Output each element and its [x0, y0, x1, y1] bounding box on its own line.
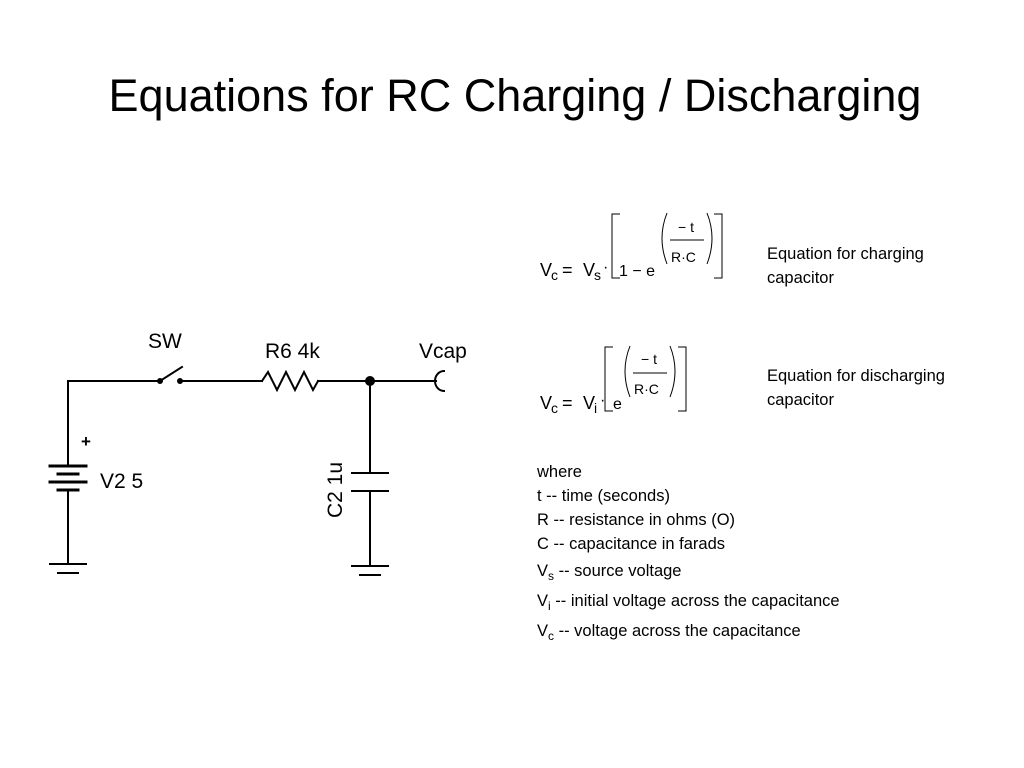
- definition-t: t -- time (seconds): [537, 487, 670, 505]
- eq1-bracket-left: [611, 213, 620, 279]
- eq2-paren-right: [669, 345, 676, 398]
- switch-contact-right: [177, 378, 183, 384]
- definition-vs-text: -- source voltage: [554, 562, 682, 580]
- switch-label: SW: [148, 330, 182, 353]
- definition-vs: Vs -- source voltage: [537, 556, 840, 586]
- eq2-e: e: [613, 396, 622, 413]
- discharging-description: Equation for discharging capacitor: [767, 367, 945, 409]
- definition-vi-subscript: i: [548, 599, 551, 613]
- charging-equation: V c = V s · 1 − e − t R·C: [540, 212, 723, 283]
- definition-r: R -- resistance in ohms (O): [537, 511, 736, 529]
- eq2-neg-t: − t: [641, 351, 657, 367]
- eq1-bracket-right: [714, 213, 723, 279]
- switch-symbol: [124, 365, 263, 383]
- eq2-rc: R·C: [634, 381, 659, 397]
- eq1-paren-right: [706, 212, 713, 265]
- eq2-bracket-right: [678, 346, 687, 412]
- definition-where: where: [537, 463, 582, 481]
- source-label: V2 5: [100, 470, 143, 493]
- definition-c: C -- capacitance in farads: [537, 535, 726, 553]
- definition-vi-symbol: V: [537, 592, 549, 610]
- eq2-paren-left: [624, 345, 631, 398]
- source-plus-label: +: [81, 432, 91, 451]
- eq1-s-subscript: s: [594, 267, 601, 283]
- definition-vc: Vc -- voltage across the capacitance: [537, 616, 840, 646]
- definition-vs-symbol: V: [537, 562, 549, 580]
- ground-source-icon: [49, 563, 87, 574]
- eq1-paren-left: [661, 212, 668, 265]
- output-terminal-icon: [434, 369, 446, 393]
- definition-vi-text: -- initial voltage across the capacitanc…: [550, 592, 840, 610]
- eq1-v: V: [540, 260, 552, 280]
- eq2-c-subscript: c: [551, 400, 558, 416]
- eq1-c-subscript: c: [551, 267, 558, 283]
- ground-capacitor-icon: [351, 565, 389, 576]
- page-title: Equations for RC Charging / Discharging: [108, 70, 922, 121]
- definition-vc-subscript: c: [548, 629, 555, 643]
- eq1-rc: R·C: [671, 249, 696, 265]
- eq2-i-subscript: i: [594, 400, 597, 416]
- eq1-equals: =: [562, 260, 573, 280]
- resistor-symbol: [260, 369, 320, 393]
- capacitor-symbol: [351, 472, 389, 492]
- eq1-vs: V: [583, 260, 595, 280]
- definition-vi: Vi -- initial voltage across the capacit…: [537, 586, 840, 616]
- eq1-one-minus-e: 1 − e: [619, 263, 655, 280]
- eq2-v: V: [540, 393, 552, 413]
- definition-vs-subscript: s: [548, 569, 555, 583]
- charging-description: Equation for charging capacitor: [767, 245, 924, 287]
- eq1-dot: ·: [603, 259, 608, 276]
- node-label: Vcap: [419, 340, 467, 363]
- switch-contact-left: [157, 378, 163, 384]
- discharging-equation: V c = V i · e − t R·C: [540, 345, 687, 416]
- eq2-equals: =: [562, 393, 573, 413]
- eq2-bracket-left: [604, 346, 613, 412]
- definition-vc-symbol: V: [537, 622, 549, 640]
- resistor-label: R6 4k: [265, 340, 320, 363]
- eq2-vi: V: [583, 393, 595, 413]
- wire-left: [67, 380, 126, 451]
- battery-symbol: [48, 449, 88, 565]
- junction-dot: [365, 376, 375, 386]
- capacitor-label: C2 1u: [324, 462, 347, 518]
- eq2-dot: ·: [600, 392, 605, 409]
- variable-definitions: where t -- time (seconds) R -- resistanc…: [537, 460, 840, 646]
- definition-vc-text: -- voltage across the capacitance: [554, 622, 801, 640]
- eq1-neg-t: − t: [678, 219, 694, 235]
